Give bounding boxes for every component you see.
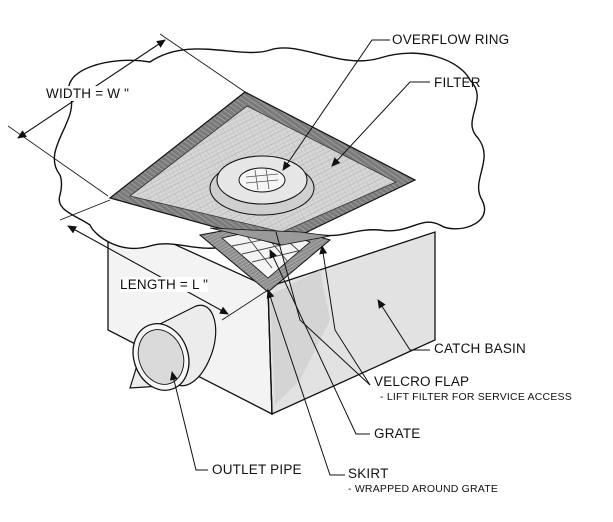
leader-outlet-pipe — [170, 371, 208, 471]
outlet-pipe — [129, 304, 217, 391]
velcro-flap-note: - LIFT FILTER FOR SERVICE ACCESS — [380, 391, 572, 403]
velcro-flap-label: VELCRO FLAP — [374, 374, 470, 389]
grate-label: GRATE — [374, 426, 421, 441]
leader-lines — [170, 39, 430, 476]
leader-velcro-flap-b — [319, 245, 371, 386]
catch-basin-label: CATCH BASIN — [434, 341, 526, 356]
length-label: LENGTH = L " — [120, 277, 209, 292]
leader-velcro-flap-a — [275, 231, 371, 386]
leader-skirt — [266, 289, 345, 476]
overflow-ring-label: OVERFLOW RING — [392, 32, 510, 47]
leader-grate — [269, 249, 370, 435]
skirt-label: SKIRT — [348, 466, 389, 481]
leader-filter — [331, 81, 430, 167]
skirt-note: - WRAPPED AROUND GRATE — [348, 483, 499, 495]
leader-catch-basin — [377, 299, 430, 351]
outlet-pipe-label: OUTLET PIPE — [212, 462, 302, 477]
width-label: WIDTH = W " — [46, 86, 130, 101]
leader-overflow-ring — [282, 39, 390, 171]
length-dimension — [59, 199, 269, 321]
filter-label: FILTER — [434, 75, 481, 90]
